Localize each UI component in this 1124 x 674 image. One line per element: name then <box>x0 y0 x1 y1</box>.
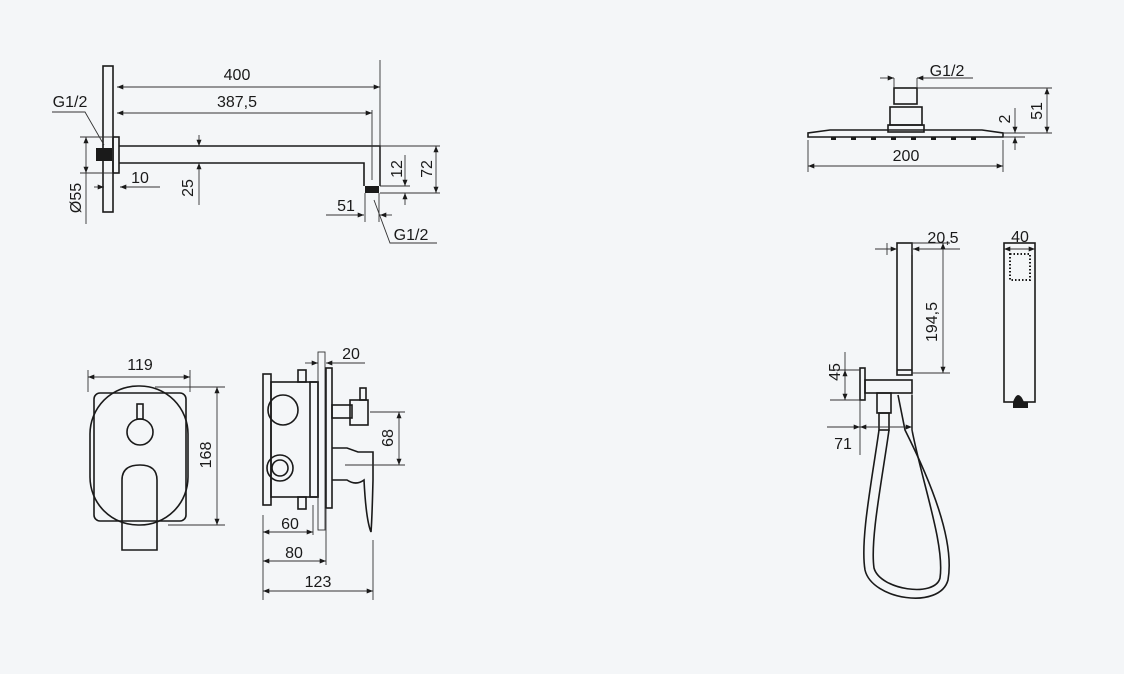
dim-plate-depth: 20 <box>342 346 360 363</box>
dim-holder-height: 45 <box>827 363 844 381</box>
dim-mixer-width: 119 <box>127 357 153 374</box>
dim-head-width: 200 <box>893 148 920 165</box>
head-shower-drawing: G1/2 200 2 51 <box>807 63 1052 172</box>
dim-thread-outlet: G1/2 <box>394 227 429 244</box>
shower-arm-drawing: 400 387,5 G1/2 Ø55 10 25 12 72 51 G1/2 <box>52 60 440 244</box>
dim-handle-offset: 68 <box>380 429 397 447</box>
dim-arm-height: 25 <box>180 179 197 197</box>
hand-shower-drawing: 20,5 194,5 40 45 71 <box>827 229 1036 599</box>
dim-box-depth: 60 <box>281 516 299 533</box>
dim-flange-depth: 10 <box>131 170 149 187</box>
dim-mixer-height: 168 <box>198 442 215 469</box>
dim-total-depth: 123 <box>305 574 332 591</box>
dim-arm-400: 400 <box>224 67 251 84</box>
dim-handle-width: 20,5 <box>927 230 958 247</box>
dim-outlet-width: 51 <box>337 198 355 215</box>
dim-head-plate: 2 <box>997 114 1014 123</box>
dim-arm-387: 387,5 <box>217 94 257 111</box>
dim-arm-total-height: 72 <box>419 160 436 178</box>
dim-holder-projection: 71 <box>834 436 852 453</box>
dim-mount-depth: 80 <box>285 545 303 562</box>
dim-outlet-offset: 12 <box>389 160 406 178</box>
dim-handle-length: 194,5 <box>924 302 941 342</box>
dim-thread-wall: G1/2 <box>53 94 88 111</box>
mixer-side-drawing: 20 60 80 123 68 <box>262 346 405 600</box>
dim-head-height: 51 <box>1029 102 1046 120</box>
mixer-front-drawing: 119 168 <box>87 357 225 551</box>
dim-head-thread: G1/2 <box>930 63 965 80</box>
dim-flange-diameter: Ø55 <box>68 183 85 213</box>
dim-head-width-hand: 40 <box>1011 229 1029 246</box>
